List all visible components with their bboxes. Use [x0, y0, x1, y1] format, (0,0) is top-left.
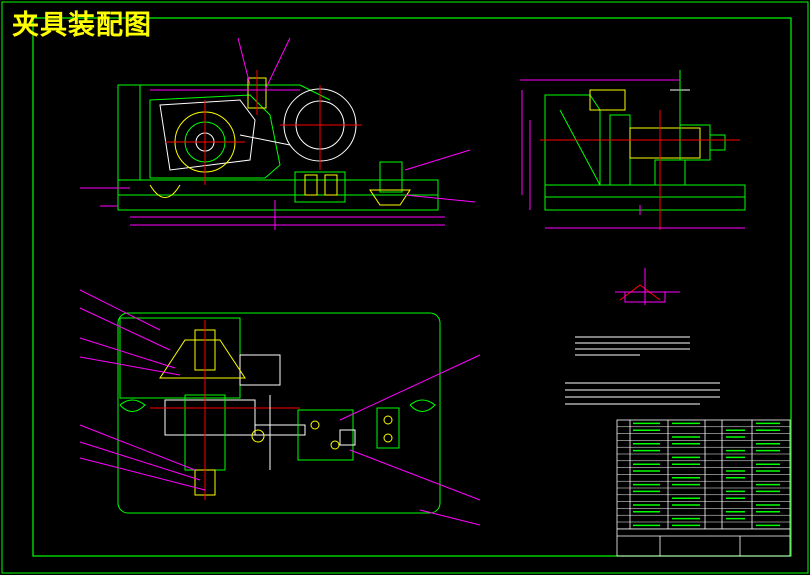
parts-list-rows	[617, 426, 790, 530]
drawing-title: 夹具装配图	[12, 10, 152, 41]
detail-view	[615, 268, 680, 305]
parts-list-text	[633, 422, 780, 527]
side-view	[520, 70, 746, 230]
front-view	[80, 37, 476, 230]
top-view	[79, 289, 481, 526]
notes-block	[565, 336, 720, 405]
